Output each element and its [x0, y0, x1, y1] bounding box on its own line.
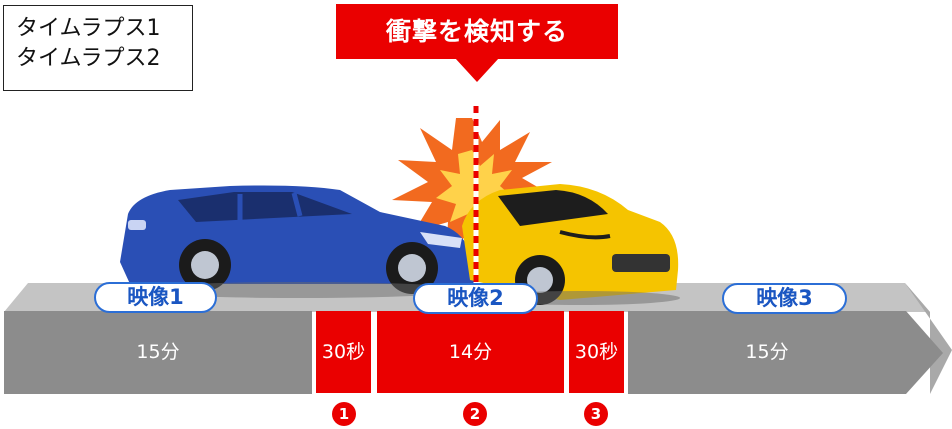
video-3-pill: 映像3 — [722, 283, 847, 314]
marker-1: 1 — [332, 402, 356, 426]
timeline-arrow-head — [628, 311, 943, 394]
marker-2: 2 — [463, 402, 487, 426]
segment-15min-left: 15分 — [4, 311, 312, 393]
video-1-pill: 映像1 — [94, 282, 217, 313]
marker-3: 3 — [584, 402, 608, 426]
blue-car-icon — [120, 185, 474, 298]
impact-callout: 衝撃を検知する — [336, 4, 618, 59]
timeline-arrow-tip — [905, 283, 952, 394]
legend-line-timelapse-2: タイムラプス2 — [16, 46, 161, 71]
legend-box: タイムラプス1 タイムラプス2 — [3, 5, 193, 91]
callout-pointer — [455, 58, 499, 82]
video-2-pill: 映像2 — [413, 283, 538, 314]
segment-30sec-after: 30秒 — [569, 311, 624, 393]
segment-15min-right: 15分 — [745, 341, 789, 363]
legend-line-timelapse-1: タイムラプス1 — [16, 16, 161, 41]
segment-14min: 14分 — [377, 311, 564, 393]
segment-30sec-before: 30秒 — [316, 311, 371, 393]
